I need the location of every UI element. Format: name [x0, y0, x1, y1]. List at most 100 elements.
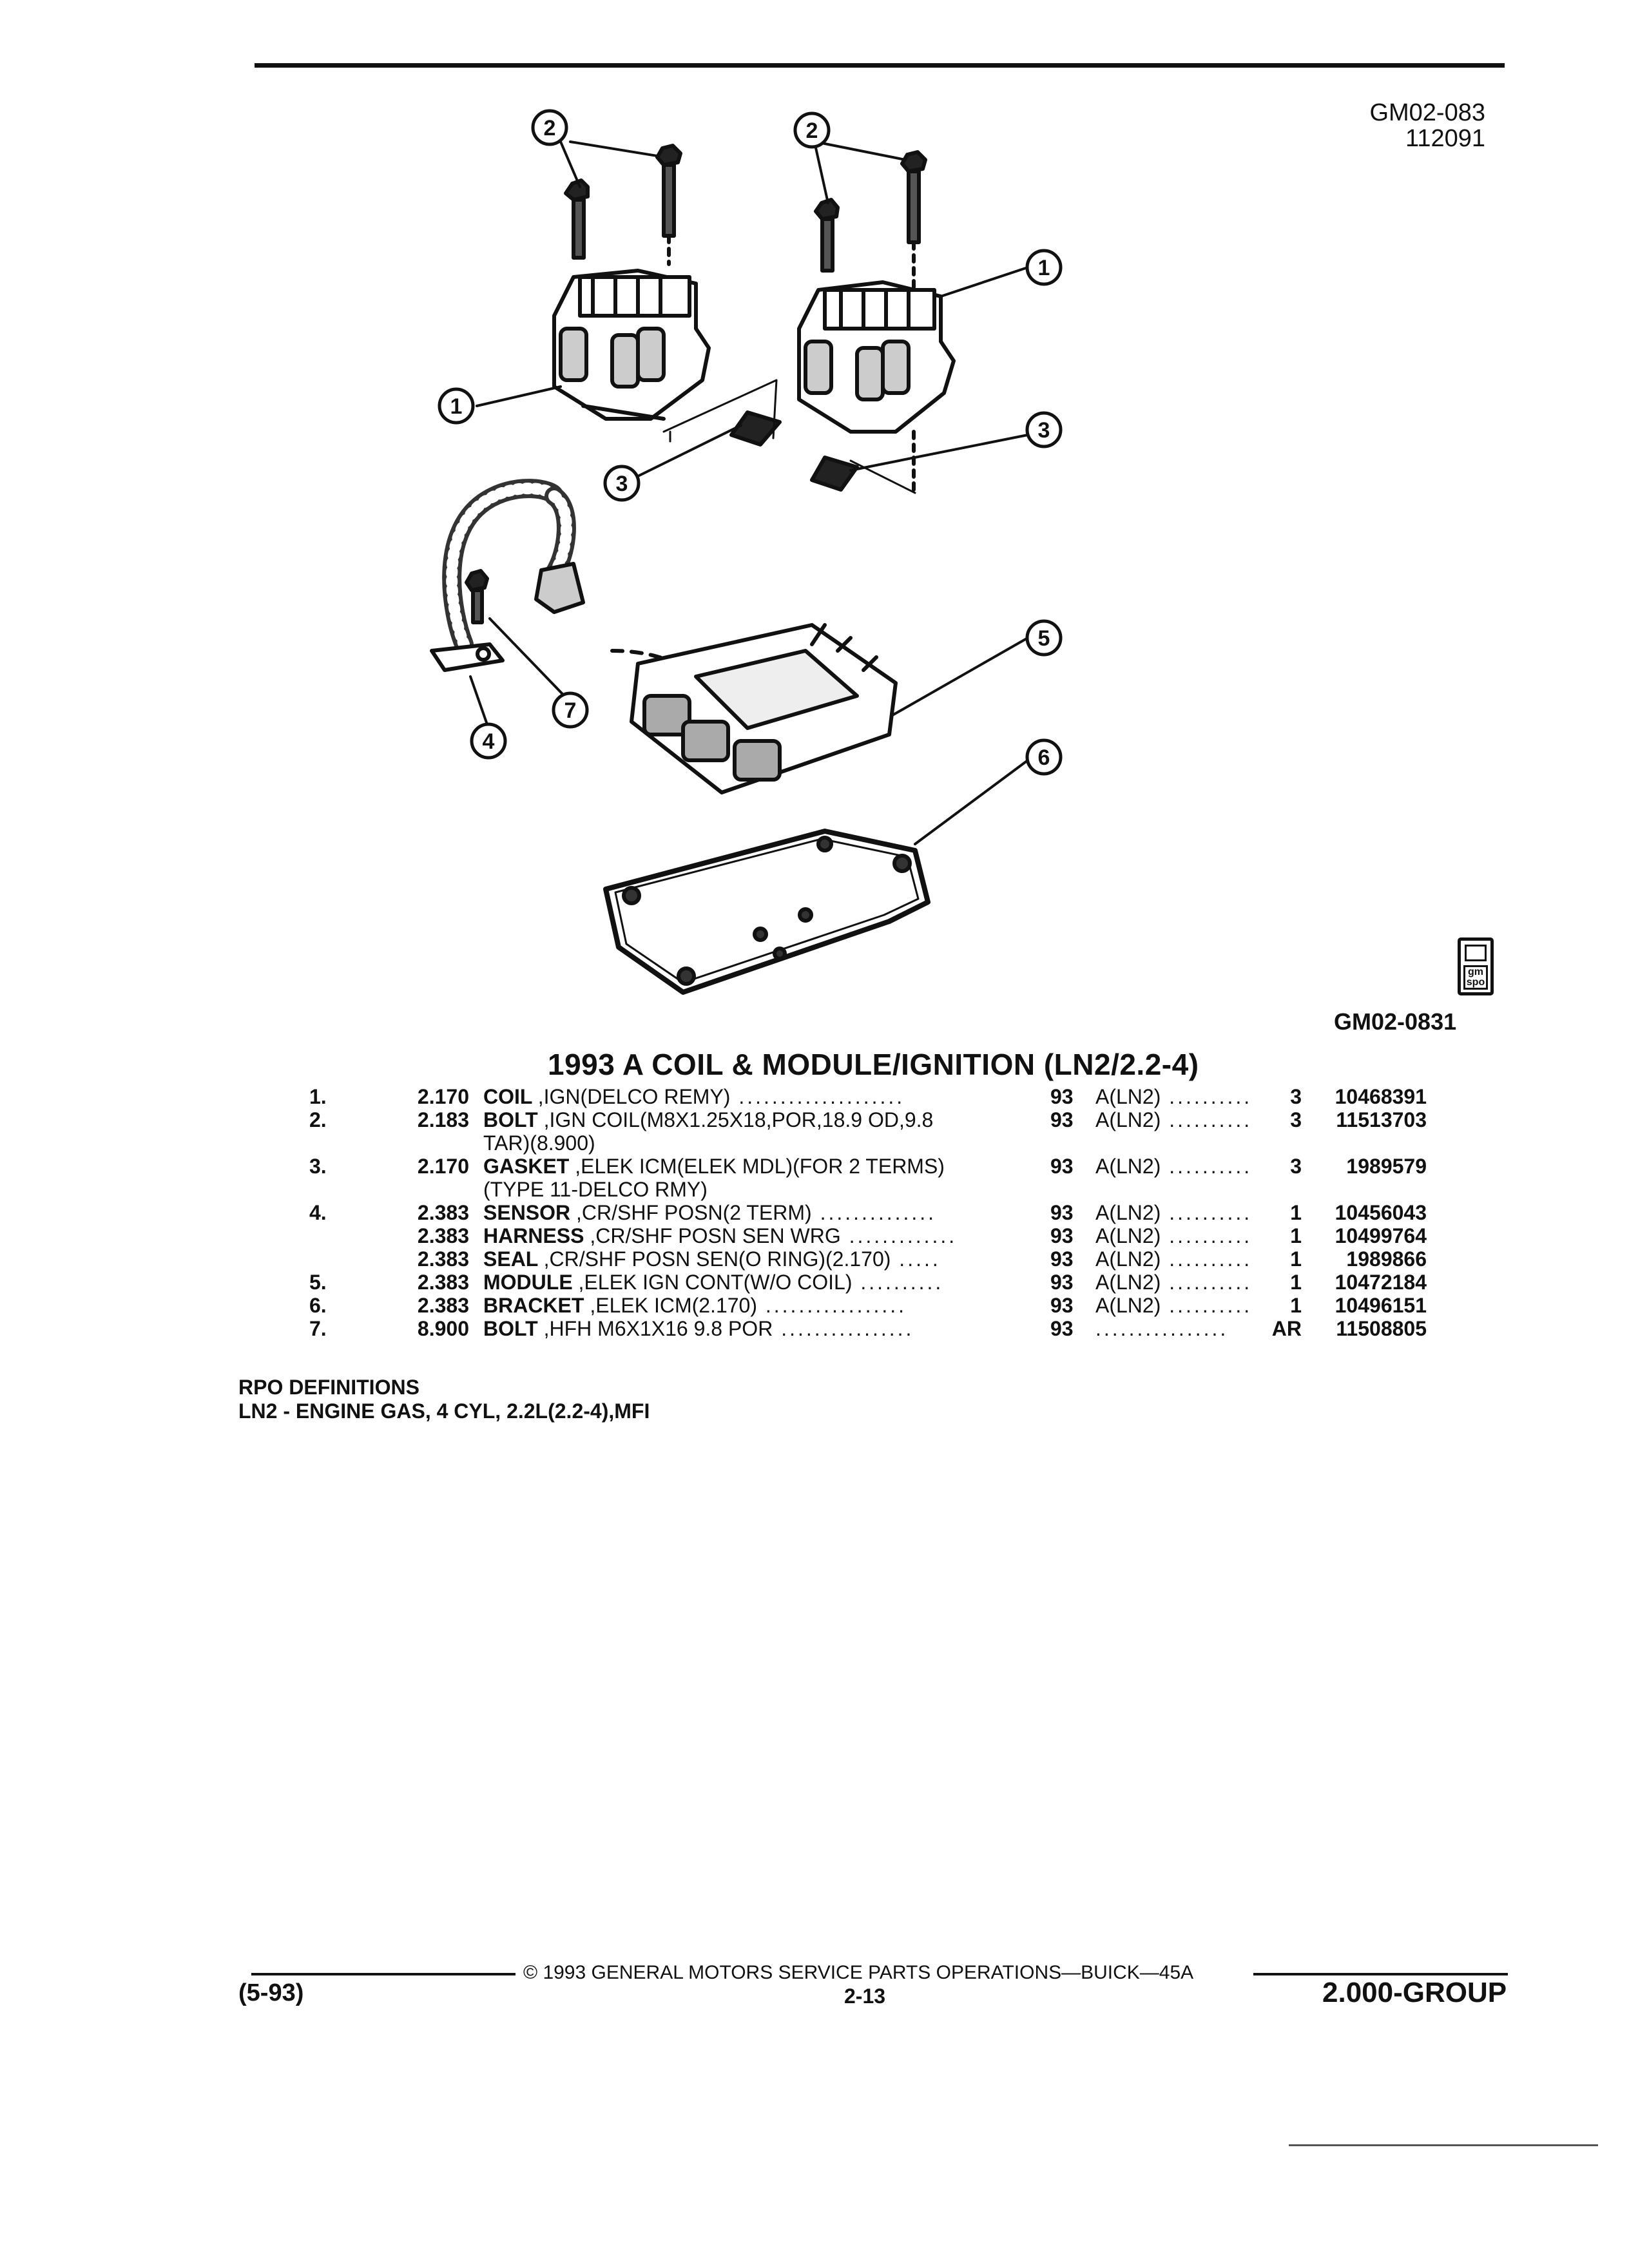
- applicability-cell: A(LN2) ..........: [1095, 1085, 1263, 1108]
- quantity: 1: [1290, 1201, 1302, 1224]
- leader-dots: .................: [757, 1294, 907, 1317]
- part-detail: ,IGN COIL(M8X1.25X18,POR,18.9 OD,9.8: [543, 1108, 934, 1131]
- leader-dots: ..........: [1161, 1224, 1253, 1247]
- gm-spo-logo: gm spo: [1458, 937, 1494, 995]
- part-detail: ,CR/SHF POSN SEN WRG: [590, 1224, 841, 1247]
- part-number: 10456043: [1335, 1201, 1427, 1224]
- figure-code-date: 112091: [1405, 125, 1485, 152]
- applicability: A(LN2): [1095, 1085, 1161, 1108]
- part-description: SENSOR ,CR/SHF POSN(2 TERM) ............…: [483, 1201, 1050, 1224]
- leader-dots: ..............: [811, 1201, 937, 1224]
- applicability: A(LN2): [1095, 1155, 1161, 1178]
- part-detail: ,ELEK ICM(ELEK MDL)(FOR 2 TERMS): [575, 1155, 945, 1178]
- quantity: 1: [1290, 1294, 1302, 1317]
- callout-5: 5: [1025, 619, 1063, 657]
- applicability-cell: A(LN2) ..........: [1095, 1294, 1263, 1317]
- footer-date: (5-93): [238, 1979, 304, 2006]
- callout-6: 6: [1025, 738, 1063, 776]
- applicability: A(LN2): [1095, 1271, 1161, 1294]
- part-number: 10468391: [1335, 1085, 1427, 1108]
- part-detail: ,CR/SHF POSN(2 TERM): [576, 1201, 812, 1224]
- callout-1-right: 1: [1025, 249, 1063, 286]
- svg-text:2: 2: [544, 116, 556, 140]
- leader-dots: ................: [1095, 1317, 1229, 1340]
- leader-dots: ..........: [1161, 1201, 1253, 1224]
- part-detail: ,CR/SHF POSN SEN(O RING)(2.170): [543, 1247, 891, 1271]
- part-name: GASKET: [483, 1155, 570, 1178]
- group-number: 8.900: [417, 1317, 469, 1340]
- svg-text:7: 7: [564, 698, 577, 723]
- part-name: HARNESS: [483, 1224, 584, 1247]
- part-number: 1989579: [1346, 1155, 1427, 1178]
- callout-2-left: 2: [531, 109, 568, 146]
- callout-1-left: 1: [438, 387, 475, 425]
- rpo-definition: LN2 - ENGINE GAS, 4 CYL, 2.2L(2.2-4),MFI: [238, 1399, 650, 1423]
- group-number: 2.383: [417, 1247, 469, 1271]
- leader-dots: ..........: [1161, 1271, 1253, 1294]
- part-name: SENSOR: [483, 1201, 571, 1224]
- table-row: 2.383 SEAL ,CR/SHF POSN SEN(O RING)(2.170…: [309, 1247, 1427, 1271]
- group-number: 2.170: [417, 1085, 469, 1108]
- quantity: AR: [1271, 1317, 1302, 1340]
- parts-table: 1. 2.170 COIL ,IGN(DELCO REMY) ...........…: [309, 1085, 1427, 1340]
- part-number: 11508805: [1336, 1317, 1427, 1340]
- group-number: 2.383: [417, 1201, 469, 1224]
- model-year: 93: [1050, 1294, 1074, 1317]
- item-number: 6.: [309, 1294, 327, 1317]
- model-year: 93: [1050, 1317, 1074, 1340]
- module-bracket: [603, 829, 930, 995]
- svg-text:1: 1: [450, 394, 463, 419]
- leader-dots: ..........: [1161, 1247, 1253, 1271]
- item-number: 5.: [309, 1271, 327, 1294]
- part-number: 10496151: [1335, 1294, 1427, 1317]
- item-number: 7.: [309, 1317, 327, 1340]
- part-name: BRACKET: [483, 1294, 584, 1317]
- bolt-left-a: [564, 178, 590, 260]
- group-number: 2.383: [417, 1271, 469, 1294]
- leader-dots: ..........: [1161, 1108, 1253, 1131]
- part-name: BOLT: [483, 1317, 538, 1340]
- quantity: 1: [1290, 1224, 1302, 1247]
- footer-rule-right: [1253, 1973, 1508, 1975]
- callout-7: 7: [552, 691, 589, 729]
- item-number: 1.: [309, 1085, 327, 1108]
- part-name: COIL: [483, 1085, 532, 1108]
- part-detail: ,ELEK ICM(2.170): [590, 1294, 757, 1317]
- applicability: A(LN2): [1095, 1224, 1161, 1247]
- svg-text:3: 3: [1038, 418, 1050, 443]
- leader-dots: .............: [840, 1224, 958, 1247]
- part-description: HARNESS ,CR/SHF POSN SEN WRG ...........…: [483, 1224, 1050, 1247]
- model-year: 93: [1050, 1271, 1074, 1294]
- exploded-parts-diagram: 2 2 1 1 3 3 5 7 4 6: [430, 109, 1063, 995]
- callout-3-left: 3: [603, 465, 641, 502]
- quantity: 3: [1290, 1108, 1302, 1131]
- quantity: 3: [1290, 1155, 1302, 1178]
- bolt-right-b: [900, 150, 927, 292]
- model-year: 93: [1050, 1085, 1074, 1108]
- footer-copyright: © 1993 GENERAL MOTORS SERVICE PARTS OPER…: [523, 1962, 1194, 1983]
- model-year: 93: [1050, 1108, 1074, 1131]
- coil-gasket-right: [810, 456, 916, 494]
- part-number: 11513703: [1336, 1108, 1427, 1131]
- svg-text:4: 4: [483, 729, 495, 754]
- ignition-control-module: [630, 623, 898, 794]
- part-description: GASKET ,ELEK ICM(ELEK MDL)(FOR 2 TERMS)(…: [483, 1155, 1050, 1201]
- rpo-heading: RPO DEFINITIONS: [238, 1376, 419, 1399]
- model-year: 93: [1050, 1224, 1074, 1247]
- part-detail: ,IGN(DELCO REMY): [537, 1085, 731, 1108]
- group-number: 2.170: [417, 1155, 469, 1178]
- applicability: A(LN2): [1095, 1108, 1161, 1131]
- applicability: A(LN2): [1095, 1247, 1161, 1271]
- part-detail: ,ELEK IGN CONT(W/O COIL): [578, 1271, 853, 1294]
- part-description: SEAL ,CR/SHF POSN SEN(O RING)(2.170) ...…: [483, 1247, 1050, 1271]
- part-description: BOLT ,IGN COIL(M8X1.25X18,POR,18.9 OD,9.…: [483, 1108, 1050, 1155]
- part-name: SEAL: [483, 1247, 538, 1271]
- group-number: 2.383: [417, 1294, 469, 1317]
- figure-code: GM02-083 112091: [1315, 100, 1485, 151]
- applicability-cell: A(LN2) ..........: [1095, 1271, 1263, 1294]
- svg-text:1: 1: [1038, 256, 1050, 280]
- svg-text:2: 2: [806, 119, 818, 143]
